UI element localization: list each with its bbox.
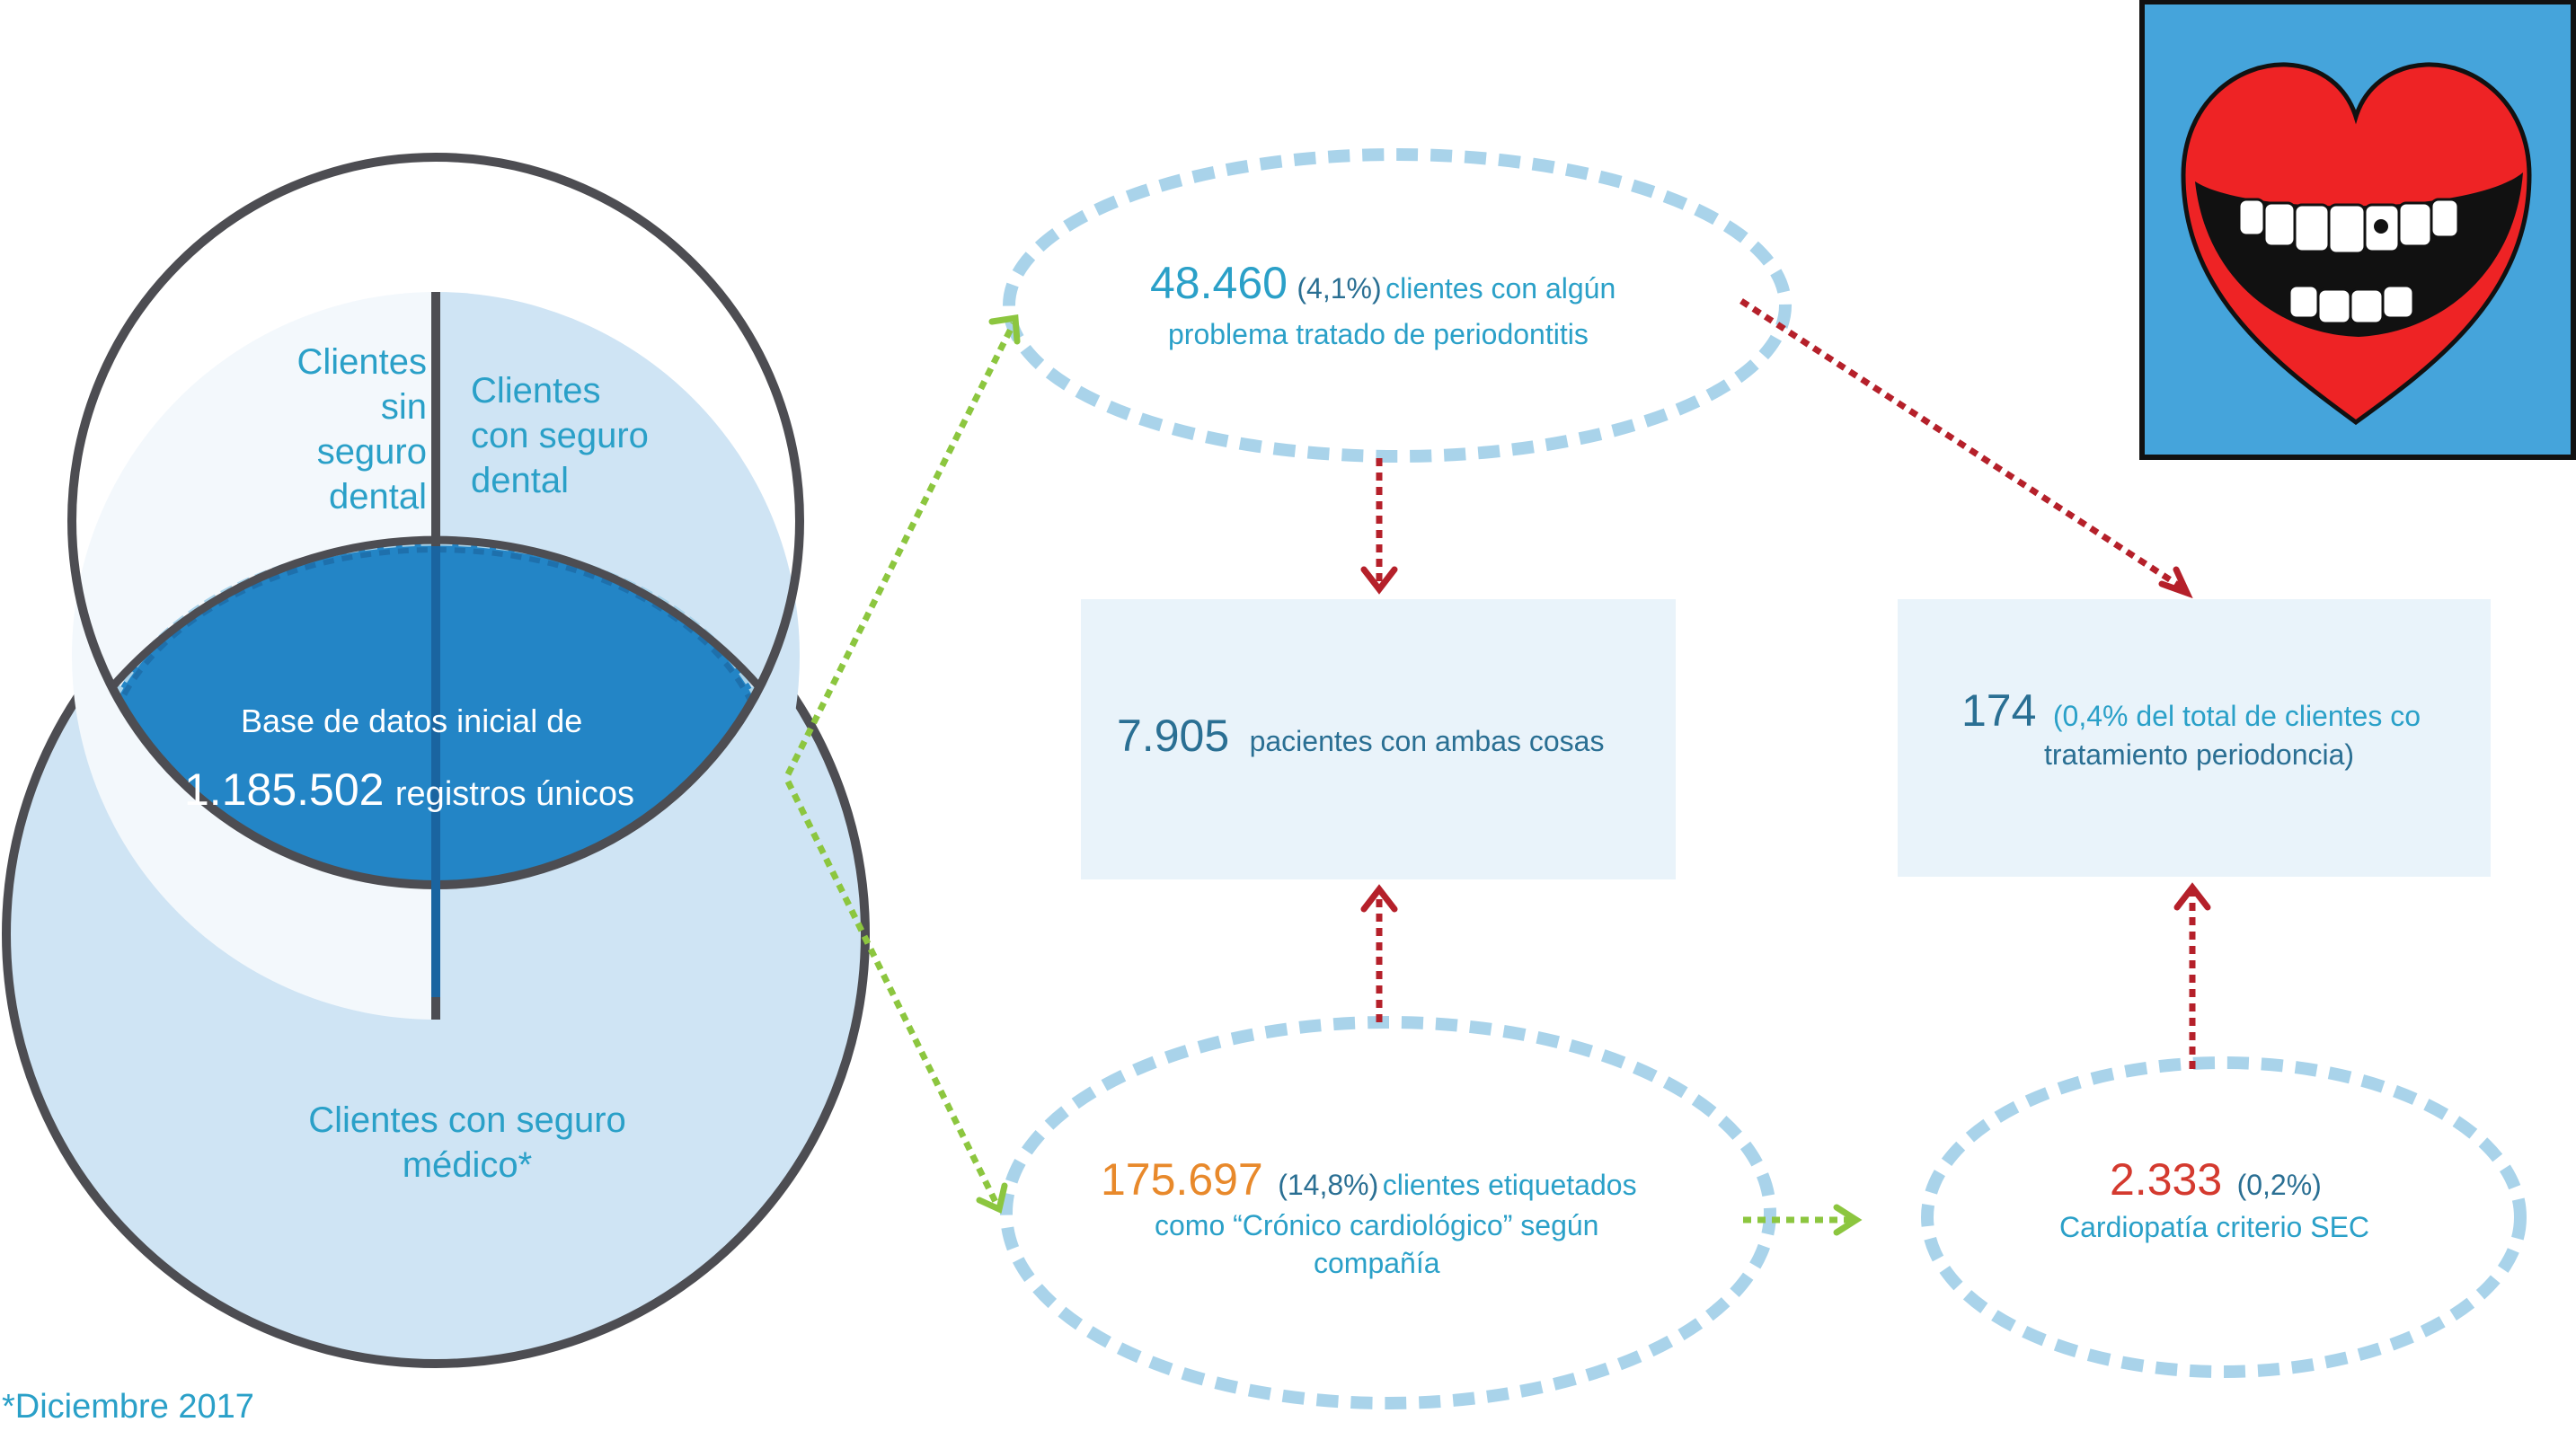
cronico-text1: clientes etiquetados: [1382, 1169, 1637, 1201]
medical-label: Clientes con seguro médico*: [256, 1098, 678, 1188]
treatment-number: 174: [1961, 685, 2037, 736]
treatment-box: [1898, 599, 2491, 877]
sec-text: Cardiopatía criterio SEC: [2059, 1211, 2370, 1243]
cronico-text3: compañía: [1314, 1247, 1440, 1279]
red-arrows: [1360, 298, 2211, 1069]
base-line2: 1.185.502 registros únicos: [184, 764, 634, 816]
treatment-line1: 174 (0,4% del total de clientes co: [1961, 685, 2421, 737]
both-text: 7.905 pacientes con ambas cosas: [1117, 710, 1604, 762]
periodontitis-ellipse: [1003, 148, 1792, 463]
no-dental-label: Clientes sin seguro dental: [279, 340, 427, 519]
no-dental-label-line: dental: [329, 477, 427, 517]
cronico-pct: (14,8%): [1278, 1169, 1379, 1201]
no-dental-label-line: Clientes: [297, 342, 427, 382]
smiling-heart-icon: [2139, 0, 2576, 460]
treatment-text1: (0,4% del total de clientes co: [2052, 700, 2421, 732]
periodontitis-text1: clientes con algún: [1385, 272, 1616, 305]
footnote: *Diciembre 2017: [2, 1388, 254, 1426]
dental-label-line: dental: [471, 461, 569, 500]
base-line1: Base de datos inicial de: [241, 702, 583, 739]
treatment-text2: tratamiento periodoncia): [2044, 738, 2355, 771]
medical-label-line: médico*: [402, 1145, 533, 1185]
cronico-text2: como “Crónico cardiológico” según: [1155, 1209, 1599, 1241]
periodontitis-pct: (4,1%): [1297, 272, 1382, 305]
no-dental-label-line: sin: [380, 387, 427, 427]
no-dental-label-line: seguro: [316, 432, 427, 472]
both-number: 7.905: [1117, 711, 1230, 761]
cronico-ellipse: [1000, 1016, 1776, 1409]
sec-ellipse: [1921, 1056, 2527, 1378]
dental-label-line: Clientes: [471, 371, 601, 411]
sec-number: 2.333: [2110, 1154, 2223, 1205]
base-number: 1.185.502: [184, 764, 385, 815]
both-box: [1081, 599, 1676, 879]
periodontitis-number: 48.460: [1150, 258, 1288, 308]
sec-pct: (0,2%): [2236, 1169, 2322, 1201]
green-arrows: [784, 314, 1863, 1236]
dental-label-line: con seguro: [471, 416, 649, 455]
cronico-line1: 175.697 (14,8%) clientes etiquetados: [1101, 1153, 1637, 1206]
cronico-number: 175.697: [1101, 1154, 1263, 1205]
both-label: pacientes con ambas cosas: [1249, 725, 1605, 757]
medical-label-line: Clientes con seguro: [308, 1100, 626, 1140]
dental-label: Clientes con seguro dental: [471, 368, 649, 503]
venn-diagram: [2, 153, 870, 1368]
base-suffix: registros únicos: [394, 775, 635, 813]
sec-line1: 2.333 (0,2%): [2110, 1153, 2322, 1206]
periodontitis-text2: problema tratado de periodontitis: [1168, 318, 1589, 350]
periodontitis-line1: 48.460 (4,1%) clientes con algún: [1150, 256, 1616, 310]
